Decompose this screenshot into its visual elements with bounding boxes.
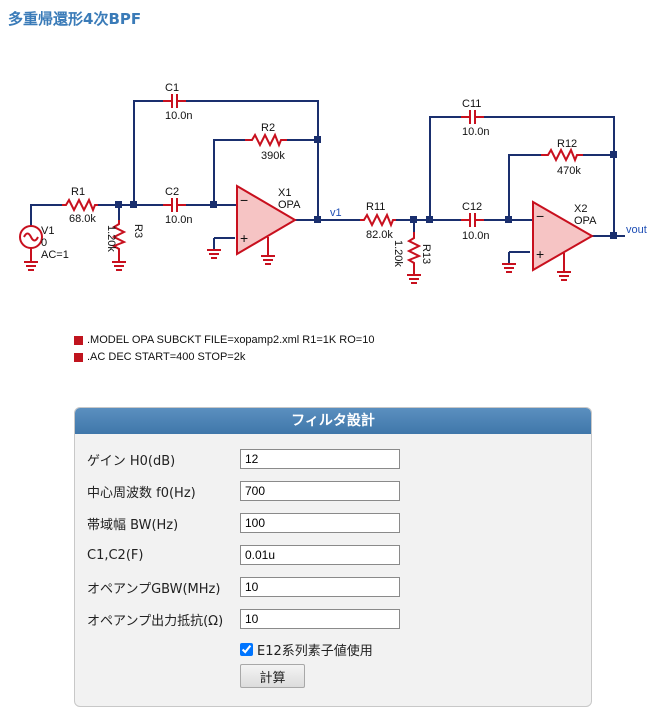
opamp-output-resistance-label: オペアンプ出力抵抗(Ω) (87, 613, 224, 629)
r12-name: R12 (557, 138, 577, 150)
bandwidth-row: 帯域幅 BW(Hz) (87, 512, 400, 534)
x2-name: X2 (574, 203, 587, 215)
x1-plus-sign: + (240, 230, 248, 246)
r13-name: R13 (420, 244, 432, 264)
r2-value: 390k (261, 150, 285, 162)
opamp-output-resistance-input[interactable] (240, 609, 400, 629)
c11-name: C11 (462, 98, 481, 110)
x2-plus-sign: + (536, 246, 544, 262)
c12-value: 10.0n (462, 230, 490, 242)
v1-ac: AC=1 (41, 249, 69, 261)
directive-model: .MODEL OPA SUBCKT FILE=xopamp2.xml R1=1K… (74, 332, 374, 348)
spice-directives: .MODEL OPA SUBCKT FILE=xopamp2.xml R1=1K… (74, 332, 374, 366)
e12-option: E12系列素子値使用 (240, 640, 373, 659)
bandwidth-label: 帯域幅 BW(Hz) (87, 517, 179, 533)
center-frequency-input[interactable] (240, 481, 400, 501)
capacitance-input[interactable] (240, 545, 400, 565)
directive-text: .MODEL OPA SUBCKT FILE=xopamp2.xml R1=1K… (87, 334, 375, 346)
e12-checkbox-label[interactable]: E12系列素子値使用 (257, 644, 373, 659)
c11-value: 10.0n (462, 126, 490, 138)
c1-name: C1 (165, 82, 179, 94)
directive-marker-icon (74, 335, 83, 345)
r2-name: R2 (261, 122, 275, 134)
bandwidth-input[interactable] (240, 513, 400, 533)
r11-name: R11 (366, 201, 385, 213)
net-label-vout: vout (626, 224, 647, 236)
opamp-gbw-label: オペアンプGBW(MHz) (87, 581, 221, 597)
capacitance-label: C1,C2(F) (87, 547, 144, 563)
directive-ac: .AC DEC START=400 STOP=2k (74, 349, 374, 365)
v1-name: V1 (41, 225, 54, 237)
x1-minus-sign: − (240, 192, 248, 208)
c2-name: C2 (165, 186, 179, 198)
net-label-v1: v1 (330, 207, 342, 219)
page-title: 多重帰還形4次BPF (8, 10, 142, 28)
c1-value: 10.0n (165, 110, 193, 122)
c2-value: 10.0n (165, 214, 193, 226)
ground-symbols (24, 249, 571, 284)
gain-row: ゲイン H0(dB) (87, 448, 400, 470)
center-frequency-label: 中心周波数 f0(Hz) (87, 485, 196, 501)
r3-value: 1.20k (105, 225, 117, 252)
x1-name: X1 (278, 187, 291, 199)
panel-title: フィルタ設計 (75, 408, 591, 434)
x2-model: OPA (574, 215, 597, 227)
junctions (115, 136, 617, 239)
components (19, 94, 595, 275)
calculate-button[interactable]: 計算 (240, 664, 305, 688)
v1-dc: 0 (41, 237, 47, 249)
c12-name: C12 (462, 201, 482, 213)
r12-value: 470k (557, 165, 581, 177)
gain-input[interactable] (240, 449, 400, 469)
directive-marker-icon (74, 352, 83, 362)
filter-design-panel: フィルタ設計 ゲイン H0(dB) 中心周波数 f0(Hz) 帯域幅 BW(Hz… (74, 407, 592, 707)
opamp-output-resistance-row: オペアンプ出力抵抗(Ω) (87, 608, 400, 630)
capacitance-row: C1,C2(F) (87, 544, 400, 566)
r1-value: 68.0k (69, 213, 96, 225)
opamp-gbw-input[interactable] (240, 577, 400, 597)
gain-label: ゲイン H0(dB) (87, 453, 176, 469)
x1-model: OPA (278, 199, 301, 211)
directive-text: .AC DEC START=400 STOP=2k (87, 351, 246, 363)
r1-name: R1 (71, 186, 85, 198)
r11-value: 82.0k (366, 229, 393, 241)
center-frequency-row: 中心周波数 f0(Hz) (87, 480, 400, 502)
circuit-schematic: − + − + V1 0 AC=1 R1 68.0k C1 10.0n C2 1… (19, 82, 647, 284)
opamp-gbw-row: オペアンプGBW(MHz) (87, 576, 400, 598)
r3-name: R3 (132, 224, 144, 238)
x2-minus-sign: − (536, 208, 544, 224)
r13-value: 1.20k (392, 240, 404, 267)
e12-checkbox[interactable] (240, 643, 253, 656)
